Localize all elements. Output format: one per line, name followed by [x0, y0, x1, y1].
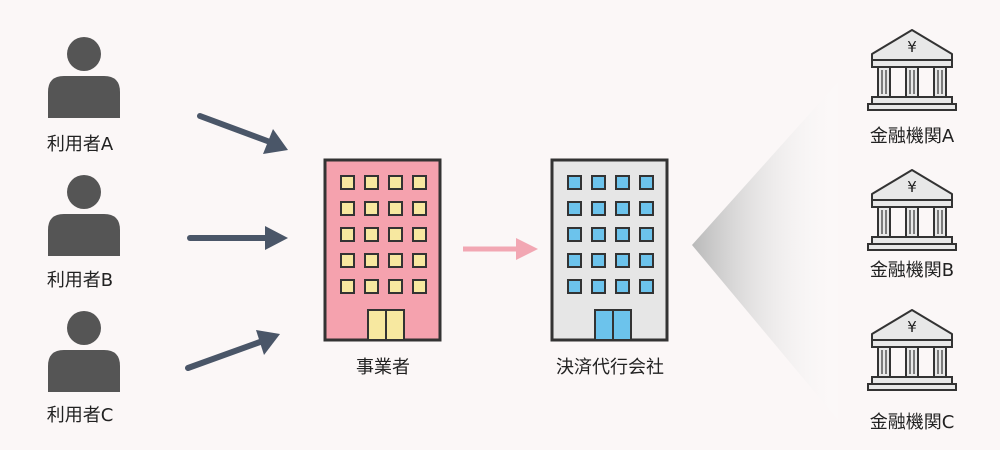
person-icon: [48, 175, 120, 256]
building-window: [340, 253, 355, 268]
user-label: 利用者B: [47, 270, 113, 291]
bank-a: ¥ 金融機関A: [867, 29, 957, 147]
building-window: [567, 253, 582, 268]
arrow-user-a-to-merchant: [197, 113, 288, 154]
building-window: [388, 175, 403, 190]
payment-agent-label: 決済代行会社: [556, 357, 664, 378]
building-window: [412, 279, 427, 294]
building-window: [567, 201, 582, 216]
building-window: [615, 279, 630, 294]
building-window: [340, 175, 355, 190]
building-window: [388, 279, 403, 294]
building-window: [412, 253, 427, 268]
merchant-building: 事業者: [323, 158, 442, 378]
building-window: [340, 227, 355, 242]
building-window: [388, 253, 403, 268]
building-window: [364, 279, 379, 294]
building-window: [388, 201, 403, 216]
building-window: [591, 253, 606, 268]
bank-yen-symbol: ¥: [907, 38, 917, 56]
building-window: [639, 253, 654, 268]
bank-c: ¥ 金融機関C: [867, 309, 957, 433]
connection-fan: [692, 82, 838, 420]
building-window: [615, 227, 630, 242]
payment-agent-building: 決済代行会社: [550, 158, 669, 378]
building-window: [567, 175, 582, 190]
building-window: [591, 227, 606, 242]
bank-yen-symbol: ¥: [907, 318, 917, 336]
building-window: [591, 201, 606, 216]
arrow-user-c-to-merchant: [185, 330, 280, 371]
building-window: [412, 201, 427, 216]
building-window: [340, 279, 355, 294]
building-window: [364, 201, 379, 216]
user-a: 利用者A: [47, 37, 120, 155]
building-window: [388, 227, 403, 242]
building-window: [591, 175, 606, 190]
building-window: [639, 227, 654, 242]
person-icon: [48, 37, 120, 118]
merchant-label: 事業者: [356, 357, 410, 378]
building-window: [412, 227, 427, 242]
arrow-user-b-to-merchant: [187, 226, 288, 250]
building-window: [364, 227, 379, 242]
building-window: [615, 201, 630, 216]
building-window: [412, 175, 427, 190]
building-window: [615, 175, 630, 190]
user-b: 利用者B: [47, 175, 120, 291]
bank-yen-symbol: ¥: [907, 178, 917, 196]
bank-label: 金融機関C: [870, 412, 955, 433]
building-window: [639, 201, 654, 216]
building-window: [340, 201, 355, 216]
user-c: 利用者C: [47, 311, 120, 426]
building-window: [567, 227, 582, 242]
building-window: [364, 175, 379, 190]
arrow-merchant-to-agent: [463, 238, 538, 260]
building-window: [639, 279, 654, 294]
person-icon: [48, 311, 120, 392]
building-window: [639, 175, 654, 190]
bank-label: 金融機関B: [870, 260, 954, 281]
building-window: [364, 253, 379, 268]
bank-label: 金融機関A: [870, 126, 955, 147]
user-label: 利用者A: [47, 134, 114, 155]
bank-b: ¥ 金融機関B: [867, 169, 957, 281]
building-window: [567, 279, 582, 294]
building-window: [615, 253, 630, 268]
user-label: 利用者C: [47, 405, 114, 426]
building-window: [591, 279, 606, 294]
